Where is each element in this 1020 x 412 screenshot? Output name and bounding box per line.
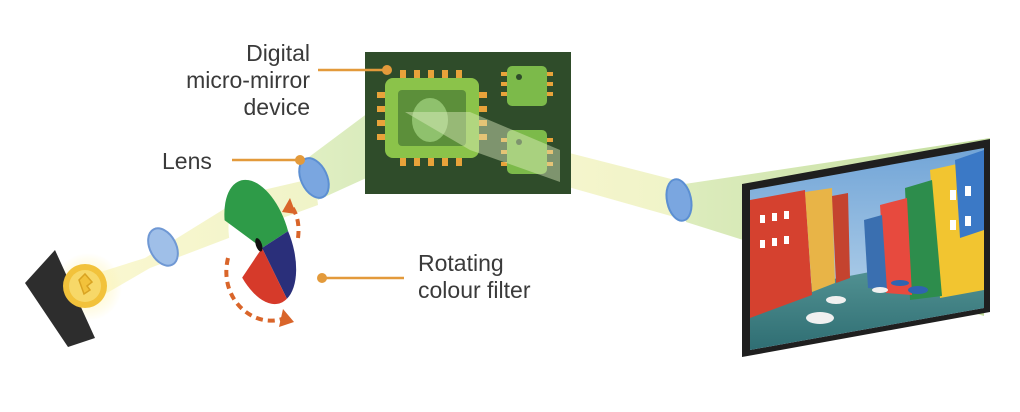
- projection-screen-icon: [742, 139, 990, 357]
- filter-label-line-1: Rotating: [418, 250, 504, 276]
- filter-label-line-2: colour filter: [418, 277, 531, 303]
- dmd-label-line-2: micro-mirror: [186, 67, 310, 93]
- dmd-label: Digital micro-mirror device: [140, 40, 310, 121]
- leader-line-dmd: [318, 65, 392, 75]
- lamp-icon: [25, 250, 122, 347]
- reflected-beam: [405, 112, 560, 182]
- rotation-arrow: [224, 198, 301, 327]
- dmd-chip-icon: [365, 52, 571, 194]
- lens-icon: [147, 227, 179, 267]
- lens-label: Lens: [162, 148, 212, 174]
- dmd-label-line-3: device: [243, 94, 310, 120]
- lens-icon: [298, 157, 330, 199]
- filter-label: Rotating colour filter: [418, 250, 530, 304]
- colour-wheel-icon: [224, 179, 297, 305]
- leader-line-filter: [317, 273, 404, 283]
- leader-line-lens: [232, 155, 305, 165]
- lens-icon: [665, 178, 693, 222]
- dmd-label-line-1: Digital: [246, 40, 310, 66]
